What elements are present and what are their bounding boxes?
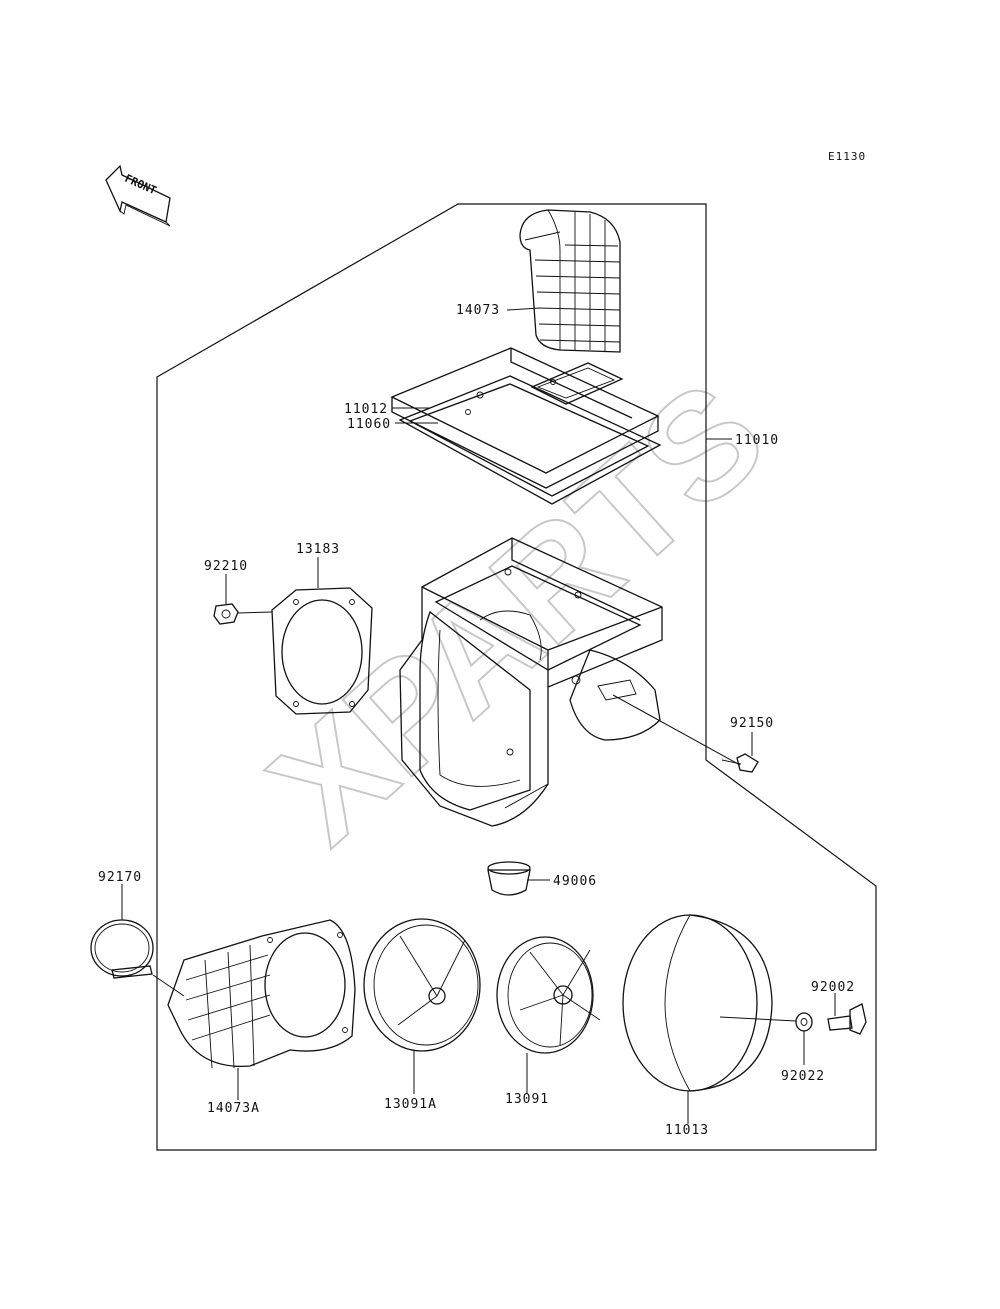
cover-11012 — [390, 347, 660, 489]
label-11010: 11010 — [735, 433, 779, 448]
frame-13091 — [496, 936, 601, 1054]
gasket-11060 — [398, 375, 662, 505]
front-label: FRONT — [123, 172, 159, 197]
plate-13183 — [271, 587, 373, 715]
duct-14073A — [167, 919, 356, 1069]
air-cleaner-case — [399, 537, 663, 827]
label-11013: 11013 — [665, 1123, 709, 1138]
label-49006: 49006 — [553, 874, 597, 889]
label-92002: 92002 — [811, 980, 855, 995]
diagram-code: E1130 — [828, 150, 866, 163]
label-13183: 13183 — [296, 542, 340, 557]
cap-49006 — [487, 861, 531, 896]
leader-lines — [121, 307, 836, 1124]
duct-14073 — [519, 209, 621, 353]
label-92022: 92022 — [781, 1069, 825, 1084]
washer-92022 — [795, 1012, 813, 1032]
label-92150: 92150 — [730, 716, 774, 731]
plate-13091A — [363, 918, 481, 1052]
assembly-frame — [156, 203, 877, 1151]
label-13091A: 13091A — [384, 1097, 437, 1112]
label-14073: 14073 — [456, 303, 500, 318]
clamp-92170 — [90, 919, 154, 979]
front-arrow: FRONT — [105, 164, 171, 227]
label-14073A: 14073A — [207, 1101, 260, 1116]
label-11060: 11060 — [347, 417, 391, 432]
label-92210: 92210 — [204, 559, 248, 574]
nut-92210 — [213, 603, 239, 625]
label-92170: 92170 — [98, 870, 142, 885]
bolt-92002 — [827, 1003, 867, 1035]
filter-11013 — [622, 914, 773, 1092]
bolt-92150 — [721, 753, 759, 773]
label-13091: 13091 — [505, 1092, 549, 1107]
label-11012: 11012 — [344, 402, 388, 417]
